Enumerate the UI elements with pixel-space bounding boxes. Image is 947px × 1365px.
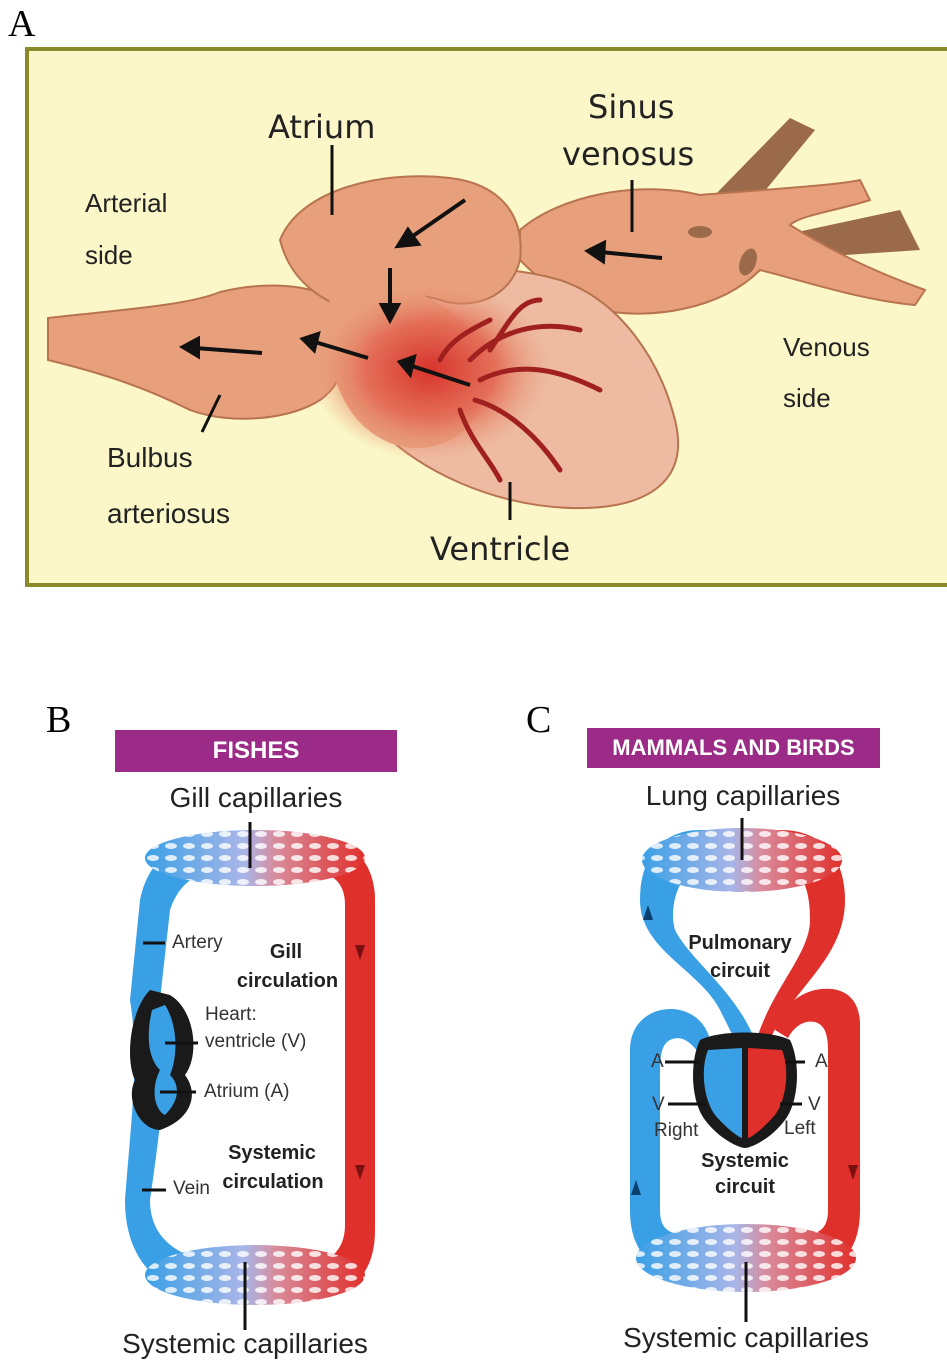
label-systemic-circuit: circuit <box>705 1176 785 1199</box>
label-left: Left <box>784 1118 816 1140</box>
label-a-right: A <box>815 1051 828 1073</box>
label-systemic-capillaries-c: Systemic capillaries <box>606 1322 886 1354</box>
label-pulmonary: Pulmonary <box>685 932 795 955</box>
label-pulmonary-circuit: circuit <box>700 960 780 983</box>
label-a-left: A <box>651 1051 664 1073</box>
label-systemic: Systemic <box>690 1150 800 1173</box>
label-v-right: V <box>808 1094 821 1116</box>
label-v-left: V <box>652 1094 665 1116</box>
label-right: Right <box>654 1120 698 1142</box>
